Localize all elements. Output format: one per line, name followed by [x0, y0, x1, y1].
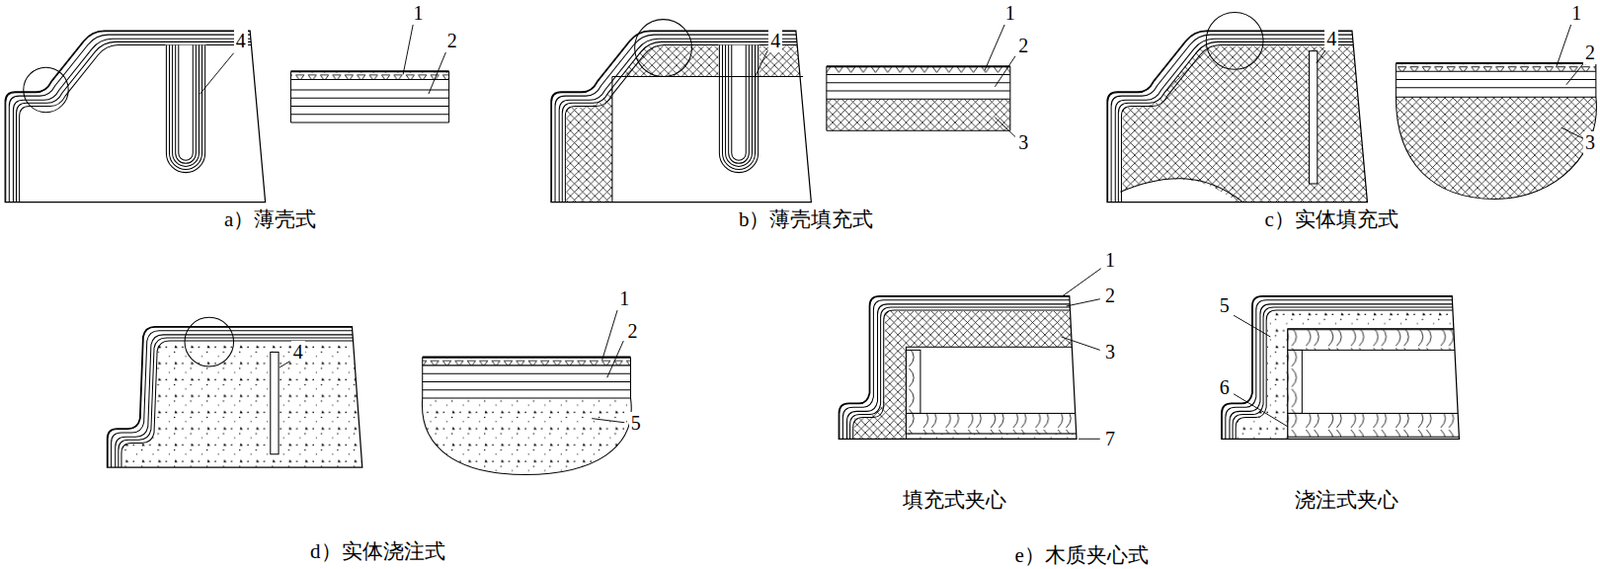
callout-number: 1	[617, 287, 632, 311]
callout-number: 5	[1217, 294, 1232, 318]
callout-number: 2	[1016, 34, 1031, 58]
callout-number: 2	[1103, 284, 1118, 308]
caption: b）薄壳填充式	[736, 207, 877, 232]
callout-number: 5	[629, 411, 643, 435]
callout-number: 1	[1103, 248, 1118, 272]
callout-number: 3	[1016, 131, 1031, 155]
callout-number: 4	[234, 29, 248, 53]
callout-number: 4	[291, 340, 306, 364]
callout-number: 6	[1217, 376, 1232, 400]
callout-number: 4	[1324, 27, 1339, 51]
callout-number: 1	[1003, 1, 1018, 25]
callout-number: 2	[626, 320, 640, 343]
callout-number: 2	[445, 29, 460, 53]
callout-number: 1	[411, 1, 426, 25]
caption: 填充式夹心	[900, 487, 1009, 512]
callout-number: 4	[768, 29, 783, 53]
caption: a）薄壳式	[222, 207, 319, 232]
callout-number: 3	[1103, 340, 1118, 364]
caption: c）实体填充式	[1263, 207, 1401, 232]
callout-number: 3	[1583, 131, 1598, 155]
caption: e）木质夹心式	[1012, 543, 1150, 567]
callout-number: 7	[1103, 427, 1118, 451]
callout-number: 2	[1583, 41, 1598, 65]
callout-number: 1	[1569, 1, 1584, 25]
caption: d）实体浇注式	[308, 539, 448, 563]
caption: 浇注式夹心	[1292, 487, 1401, 512]
